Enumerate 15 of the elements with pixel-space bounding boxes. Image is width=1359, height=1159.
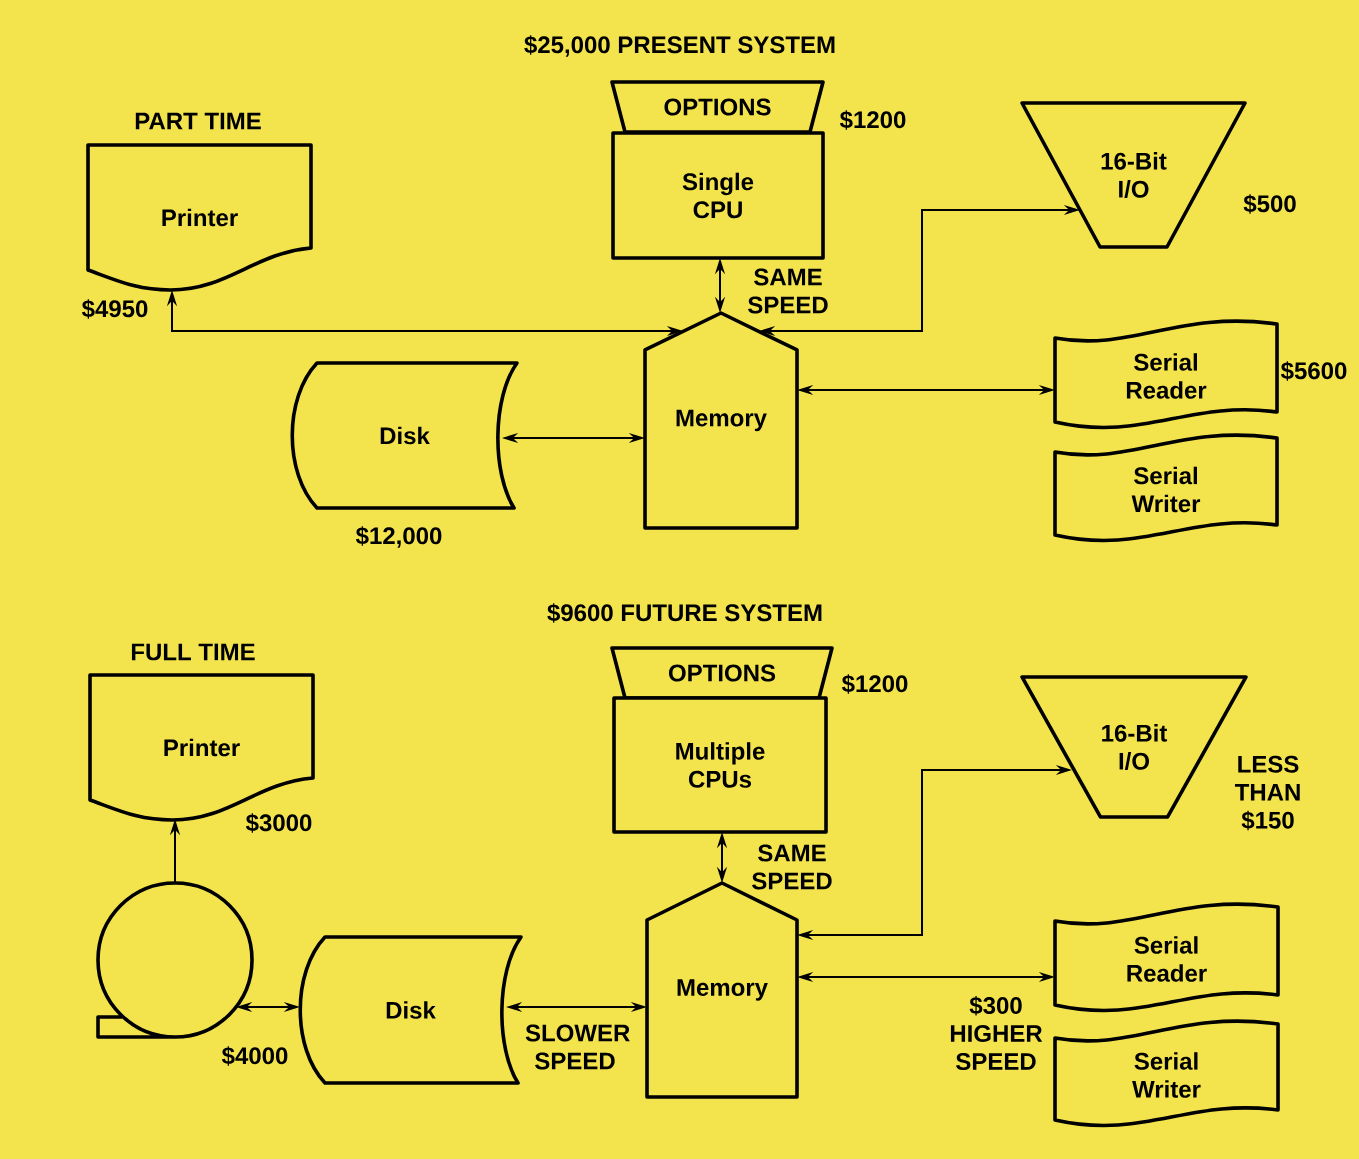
section-heading: $25,000 PRESENT SYSTEM (524, 35, 835, 57)
trapezoid-box: OPTIONS (610, 646, 834, 700)
price-label: $1200 (839, 110, 906, 130)
tape-reel-drawing (96, 881, 254, 1039)
edge-label: $300 HIGHER SPEED (944, 993, 1048, 1072)
price-label: $1200 (841, 674, 908, 694)
price-label: $12,000 (355, 526, 442, 548)
heading: FULL TIME (131, 643, 255, 661)
trapezoid-box: OPTIONS (610, 80, 825, 134)
edge-label: SLOWER SPEED (523, 1022, 630, 1072)
section-heading: $9600 FUTURE SYSTEM (547, 603, 822, 623)
heading: PART TIME (135, 112, 261, 130)
price-label: $4950 (81, 299, 148, 319)
price-label: $5600 (1280, 361, 1347, 381)
price-label: $4000 (221, 1046, 288, 1066)
